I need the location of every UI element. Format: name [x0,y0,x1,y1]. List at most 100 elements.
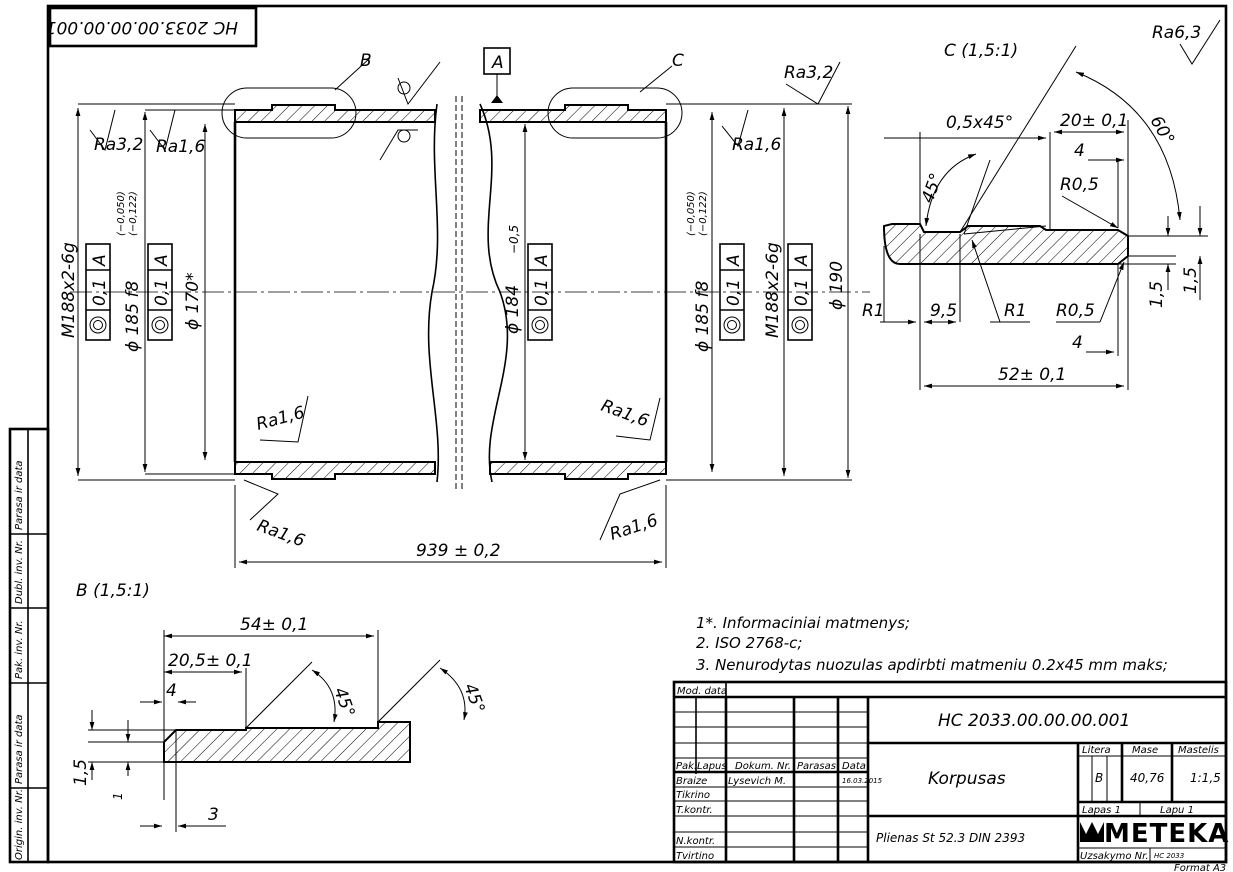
dim-len52: 52 [998,365,1020,385]
tb-role: Braize [676,776,707,787]
tb-header: Pak. [676,761,697,772]
wall-bottom-right [489,461,667,480]
dim-h15a: 1,5 [1147,281,1167,308]
note-2: 2. ISO 2768-c; [696,634,803,652]
dim-groove-pos-tol: ± 0,1 [1082,111,1129,131]
dim-bore-mid-tol: −0,5 [507,225,521,254]
dim-r1-mid: R1 [1004,301,1027,321]
dim-r1-left: R1 [862,301,885,321]
tb-date: 16.03.2015 [842,777,883,785]
tb-role: Tvirtino [676,851,714,862]
concentricity-icon [531,316,549,334]
dim-fit-tol-lower-r: (−0,122) [698,191,709,236]
dim-h1: 1 [111,792,125,800]
format-label: Format A3 [1174,863,1226,872]
tolerance-value: 0,1 [724,279,744,306]
concentricity-tolerance-frame: 0,1 A [787,243,813,341]
side-label: Dubl. inv. Nr. [14,540,25,604]
dim-fit-tol-upper: (−0,050) [116,191,127,236]
wall-top-left [234,104,436,123]
break-line-left [427,103,440,483]
svg-text:20,5± 0,1: 20,5± 0,1 [168,651,253,671]
roughness-bore-left: Ra1,6 [254,403,307,435]
note-3: 3. Nenurodytas nuozulas apdirbti matmeni… [696,656,1168,674]
wall-bottom-left [234,461,436,480]
dim-angle-60: 60° [1146,113,1178,149]
roughness-right-inner: Ra1,6 [732,135,781,155]
dim-thread-left: M188x2-6g [59,242,79,338]
wall-top-right [479,104,667,123]
tb-name: Korpusas [928,769,1006,789]
tolerance-value: 0,1 [792,279,812,306]
svg-text:20± 0,1: 20± 0,1 [1060,111,1128,131]
dim-bore-mid: ϕ 184 [503,285,523,334]
dim-length: 939 [416,541,448,561]
dim-bore-left: ϕ 170* [183,272,203,330]
dim-h15b: 1,5 [1181,267,1201,294]
side-label: Parasa ir data [14,460,25,530]
dim-angle-45: 45° [918,171,947,206]
dim-angle-a: 45° [329,685,358,720]
dim-len54: 54 [240,615,262,635]
dim-four-top: 4 [1074,141,1085,161]
drawing-frame [8,4,1228,864]
tolerance-datum: A [724,254,744,267]
tb-role: Tikrino [676,790,710,801]
tolerance-datum: A [152,254,172,267]
tolerance-value: 0,1 [532,279,552,306]
roughness-end-right: Ra1,6 [607,510,660,544]
side-label: Origin. inv. Nr. [14,789,25,860]
dim-fit-left: ϕ 185 f8 [123,281,143,352]
roughness-bore-right: Ra1,6 [598,396,651,432]
tb-litera: B [1095,771,1103,785]
tb-litera-label: Litera [1082,745,1111,756]
dim-nine5: 9,5 [930,301,957,321]
roughness-mark [397,61,441,106]
tb-header: Data [842,761,866,772]
dim-fit-tol-upper-r: (−0,050) [686,191,697,236]
roughness-left-inner: Ra1,6 [156,137,205,157]
dim-len52-tol: ± 0,1 [1020,365,1067,385]
roughness-mark [1179,19,1221,65]
roughness-left-outer: Ra3,2 [94,135,143,155]
dim-h15: 1,5 [71,759,91,786]
dim-three: 3 [208,805,219,825]
dim-len20-tol: ± 0,1 [206,651,253,671]
company-logo: METEKA [1080,819,1228,849]
svg-text:54± 0,1: 54± 0,1 [240,615,308,635]
tb-uzsakymo-label: Uzsakymo Nr. [1080,851,1149,862]
rotated-designation-box: HC 2033.00.00.00.001 [46,6,258,48]
roughness-end-left: Ra1,6 [254,516,307,552]
detail-c: C (1,5:1) Ra6,3 0,5x45° 20± 0,1 4 R0,5 6… [862,19,1221,390]
concentricity-icon [723,316,741,334]
dim-outer-right: ϕ 190 [827,261,847,310]
detail-c-outline [547,87,683,139]
side-label: Pak. inv. Nr. [14,620,25,679]
tolerance-value: 0,1 [152,279,172,306]
tb-lapu: Lapu 1 [1160,805,1194,816]
tb-role: T.kontr. [676,805,713,816]
detail-b-title: B (1,5:1) [76,581,150,601]
tb-lapas: Lapas 1 [1082,805,1121,816]
note-1: 1*. Informaciniai matmenys; [696,614,910,632]
main-view: B C A Ra3,2 Ra3,2 Ra1,6 [59,47,870,568]
section-label-c: C [672,51,684,71]
tolerance-datum: A [792,254,812,267]
notes: 1*. Informaciniai matmenys; 2. ISO 2768-… [696,614,1168,674]
dim-angle-b: 45° [459,681,488,716]
dim-length-tol: ± 0,2 [454,541,501,561]
tb-material: Plienas St 52.3 DIN 2393 [876,831,1025,845]
tb-header: Lapus [697,761,727,772]
tb-drawn-by: Lysevich M. [728,776,786,787]
concentricity-tolerance-frame: 0,1A [527,243,553,341]
tb-role: N.kontr. [676,836,715,847]
detail-c-title: C (1,5:1) [944,41,1018,61]
tb-designation: HC 2033.00.00.00.001 [938,711,1130,731]
concentricity-tolerance-frame: 0,1A [85,243,111,341]
dim-chamfer: 0,5x45° [946,113,1013,133]
detail-b-outline [221,87,357,139]
mod-data-label: Mod. data [677,686,727,697]
tolerance-frames: 0,1A0,1A0,1A0,1A0,1A [85,243,813,341]
concentricity-tolerance-frame: 0,1 A [147,243,173,341]
